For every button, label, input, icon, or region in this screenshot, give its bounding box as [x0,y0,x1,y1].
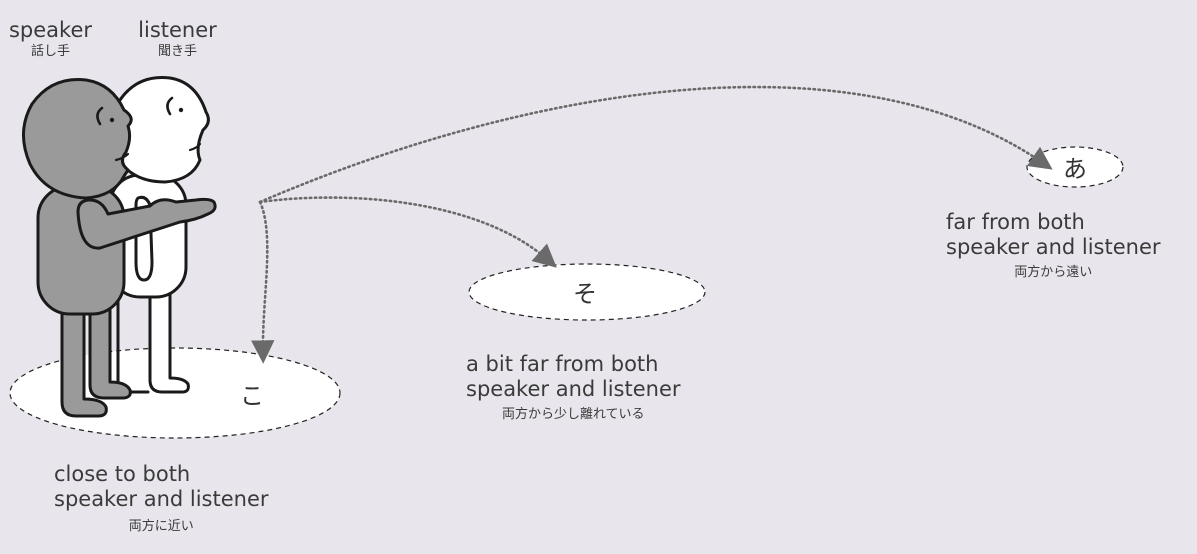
listener-label-en: listener [138,18,217,42]
so-desc-line2: speaker and listener [466,377,681,401]
speaker-label: speaker 話し手 [3,18,98,61]
so-desc-line1: a bit far from both [466,352,659,376]
so-kana: そ [573,280,597,308]
ko-desc-line1: close to both [54,462,191,486]
listener-figure [108,75,210,394]
arrow-to-a [258,85,1053,204]
ko-desc-line2: speaker and listener [54,487,269,511]
so-zone-ellipse [468,263,706,321]
ko-description: close to both speaker and listener 両方に近い [54,462,269,536]
a-desc-jp: 両方から遠い [1014,265,1093,280]
speaker-label-jp: 話し手 [30,44,70,59]
ko-kana: こ [240,382,264,410]
a-description: far from both speaker and listener 両方から遠… [946,210,1161,282]
so-desc-jp: 両方から少し離れている [501,407,645,422]
a-kana: あ [1063,155,1087,183]
speaker-label-en: speaker [8,18,93,42]
listener-label-jp: 聞き手 [157,44,197,59]
arrow-to-ko [251,200,275,364]
a-desc-line1: far from both [946,210,1085,234]
a-desc-line2: speaker and listener [946,235,1161,259]
arrow-to-so [258,196,557,268]
ko-desc-jp: 両方に近い [128,519,194,534]
so-description: a bit far from both speaker and listener… [466,352,681,424]
speaker-figure [21,78,217,418]
listener-label: listener 聞き手 [130,18,225,61]
